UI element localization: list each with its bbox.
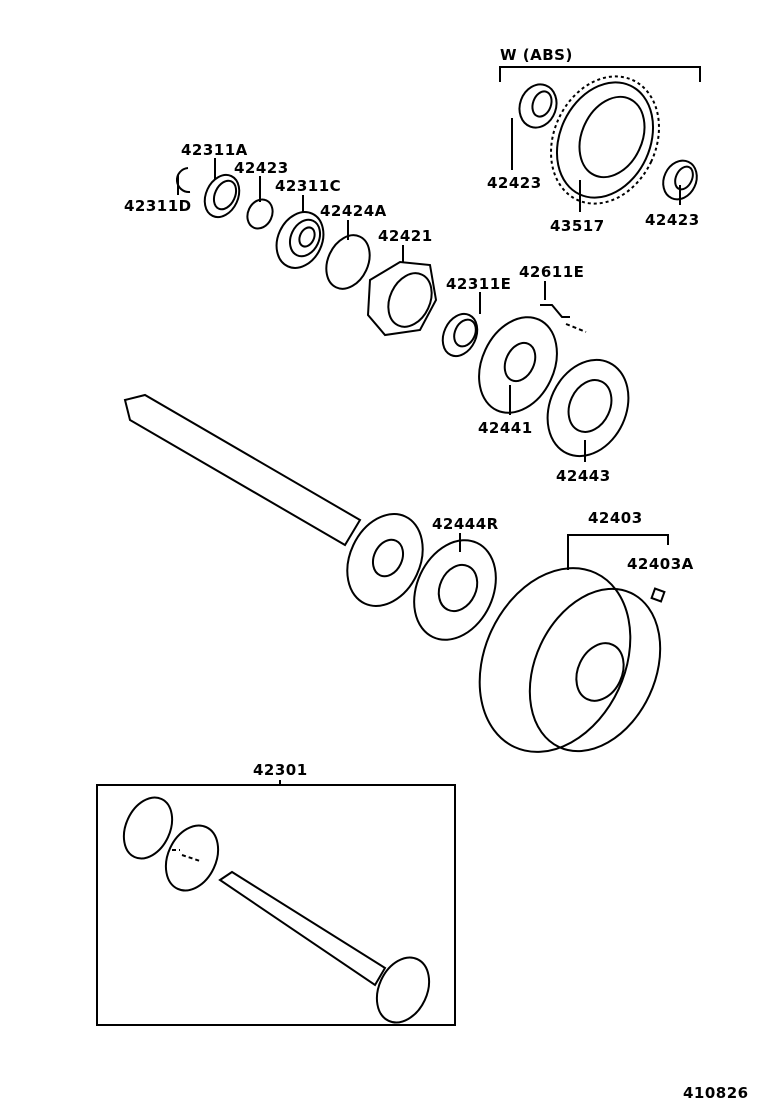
part-label[interactable]: 42443 (556, 467, 611, 485)
part-label[interactable]: 43517 (550, 217, 605, 235)
seal-inner (246, 198, 274, 230)
assembly-parts (122, 796, 431, 1024)
part-label[interactable]: 42301 (253, 761, 308, 779)
part-label[interactable]: 42441 (478, 419, 533, 437)
part-label[interactable]: 42423 (487, 174, 542, 192)
diagram-code: 410826 (683, 1084, 749, 1102)
abs-rotor (550, 75, 660, 205)
bearing (275, 211, 325, 269)
group-label-abs: W (ABS) (500, 46, 573, 64)
backing-plate (478, 316, 558, 414)
retainer (203, 173, 241, 219)
part-label[interactable]: 42311C (275, 177, 342, 195)
retainer-e (441, 312, 479, 358)
o-ring (325, 234, 371, 290)
part-label[interactable]: 42403A (627, 555, 694, 573)
snap-ring (176, 167, 191, 194)
bearing-housing (366, 260, 438, 337)
part-label[interactable]: 42311A (181, 141, 248, 159)
part-label[interactable]: 42611E (519, 263, 585, 281)
part-label[interactable]: 42423 (645, 211, 700, 229)
abs-seal (518, 83, 558, 129)
part-label[interactable]: 42421 (378, 227, 433, 245)
part-label[interactable]: 42311E (446, 275, 512, 293)
brake-drum (478, 567, 662, 753)
part-label[interactable]: 42403 (588, 509, 643, 527)
gasket (546, 358, 630, 458)
assembly-box (96, 784, 456, 1026)
part-label[interactable]: 42444R (432, 515, 499, 533)
abs-seal-right (662, 159, 698, 201)
hub-bolt (540, 304, 587, 333)
axle-shaft (123, 393, 424, 607)
part-label[interactable]: 42424A (320, 202, 387, 220)
leader-lines (177, 66, 701, 785)
part-label[interactable]: 42311D (124, 197, 192, 215)
part-label[interactable]: 42423 (234, 159, 289, 177)
drum-plug (650, 587, 666, 603)
gasket-r (413, 539, 497, 641)
